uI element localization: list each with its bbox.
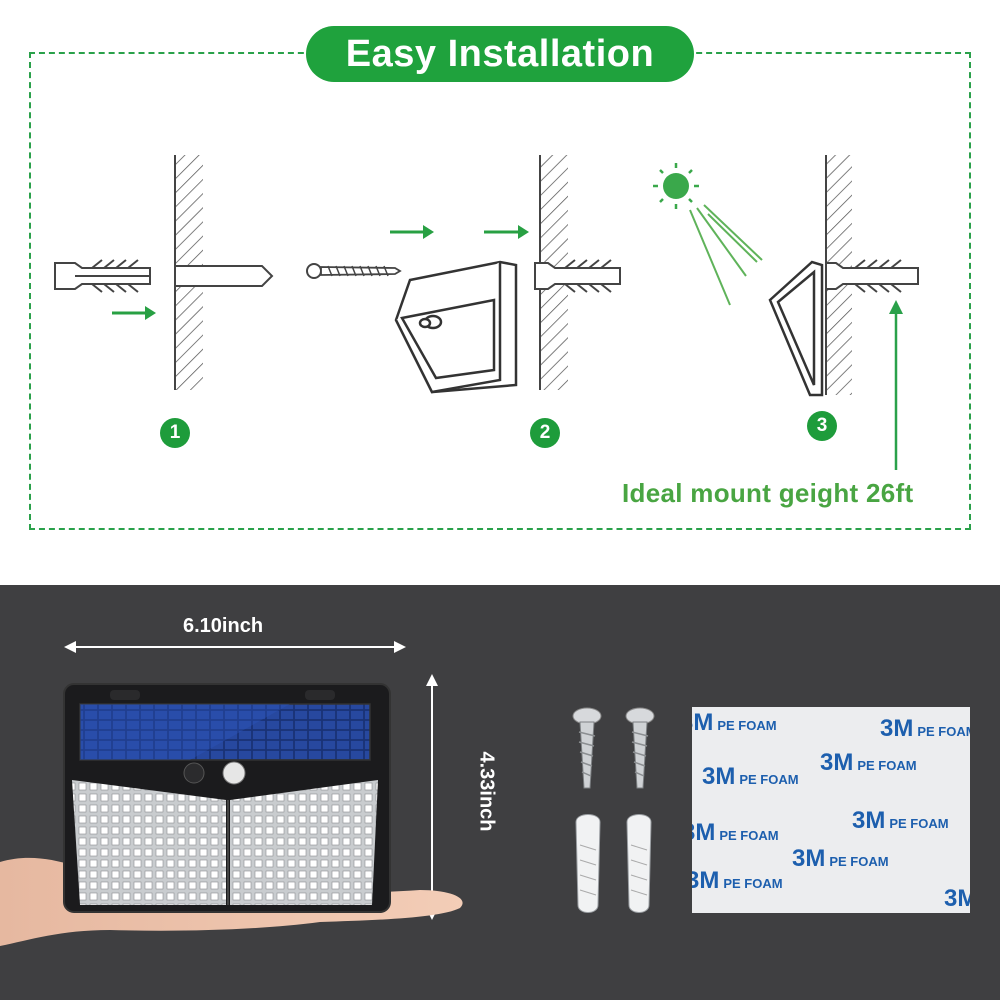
screw-icon: [572, 707, 602, 789]
solar-light-icon: [394, 260, 518, 394]
solar-light-product: [63, 683, 391, 913]
width-dimension-arrow: [64, 641, 406, 653]
width-dimension-label: 6.10inch: [183, 615, 264, 637]
mount-height-note: Ideal mount geight 26ft: [622, 478, 914, 508]
step-2-badge: 2: [530, 418, 560, 448]
screw-icon: [306, 263, 402, 279]
screw-icon: [625, 707, 655, 789]
arrow-right-icon: [112, 306, 156, 320]
tape-label: 3M: [944, 885, 970, 912]
wall-plug-icon: [54, 259, 151, 293]
arrow-right-icon: [390, 225, 529, 239]
solar-light-icon: [768, 260, 824, 397]
height-dimension-arrow: [426, 674, 438, 920]
installation-diagram: [54, 155, 919, 470]
wall-plug-icon: [534, 259, 621, 293]
sun-rays: [689, 204, 763, 306]
step-3-badge: 3: [807, 411, 837, 441]
height-dimension-label: 4.33inch: [475, 751, 498, 832]
page-title: Easy Installation: [306, 26, 694, 82]
arrow-up-icon: [889, 300, 903, 470]
wall-anchor-icon: [575, 814, 601, 913]
wall-anchor-icon: [626, 814, 652, 913]
step-1-badge: 1: [160, 418, 190, 448]
drill-bit-icon: [174, 265, 274, 287]
sun-icon: [653, 163, 699, 209]
wall-plug-icon: [825, 259, 919, 293]
